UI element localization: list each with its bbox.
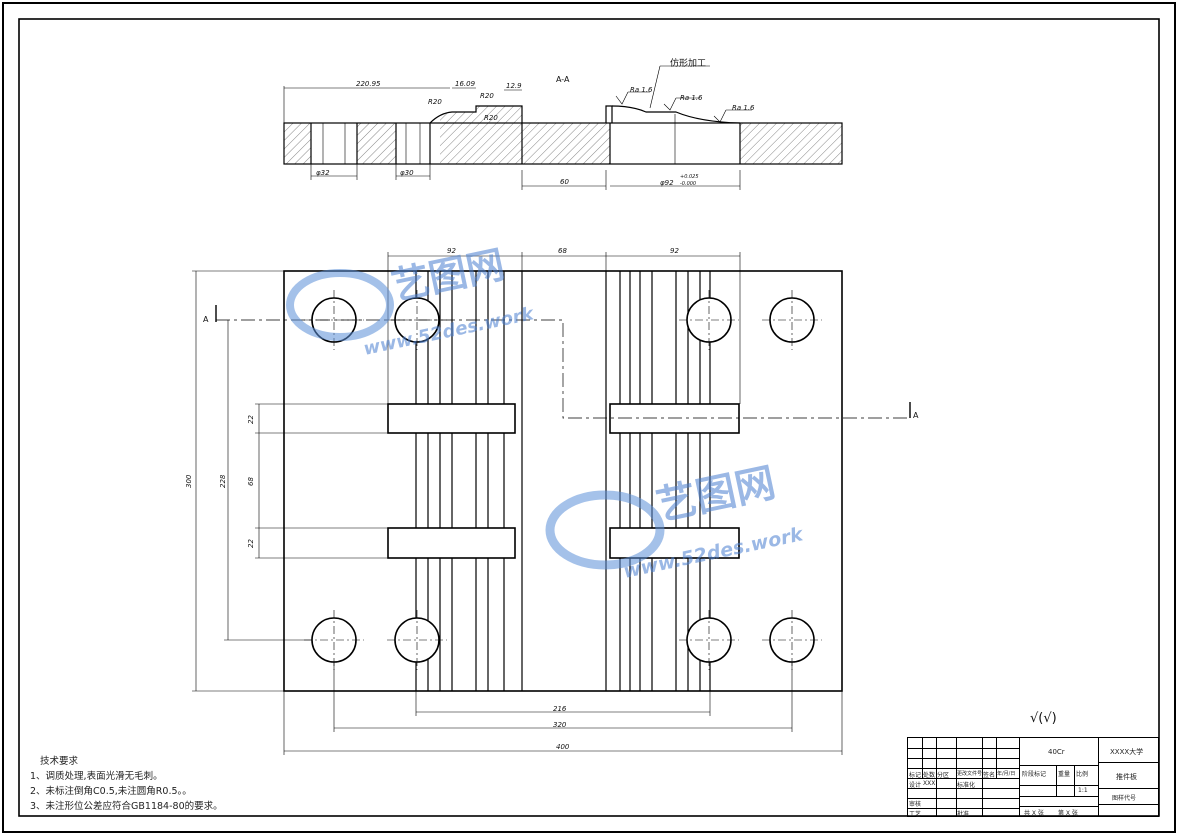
plan-dimensions: [192, 252, 843, 755]
dim-320: 320: [553, 721, 567, 729]
tb-scale-label: 比例: [1076, 771, 1089, 778]
dim-phi92: φ92: [660, 179, 674, 187]
plan-view: [215, 270, 911, 692]
radius-1: R20: [428, 98, 442, 106]
dim-22-lower: 22: [247, 539, 255, 548]
dim-92-left: 92: [447, 247, 456, 255]
section-dimensions: [283, 65, 752, 190]
tb-count: 处数: [923, 772, 936, 779]
tb-approve: 批准: [957, 811, 970, 818]
technical-requirements: 技术要求 1、调质处理,表面光滑无毛刺。 2、未标注倒角C0.5,未注圆角R0.…: [30, 754, 223, 814]
tb-check: 审核: [909, 801, 922, 808]
cut-mark-left: A: [203, 315, 209, 324]
dim-92-right: 92: [670, 247, 679, 255]
tb-zone: 分区: [937, 772, 950, 779]
tb-date: 年/月/日: [997, 771, 1016, 777]
dim-16-09: 16.09: [455, 80, 476, 88]
tb-weight: 重量: [1058, 771, 1071, 778]
section-title: A-A: [556, 75, 570, 84]
cut-mark-right: A: [913, 411, 919, 420]
ra-2: Ra 1.6: [680, 94, 703, 102]
ra-3: Ra 1.6: [732, 104, 755, 112]
tb-drawing-no: 图样代号: [1112, 795, 1137, 802]
dim-phi32: φ32: [316, 169, 330, 177]
dim-68-vertical: 68: [247, 477, 255, 486]
tech-req-item-3: 3、未注形位公差应符合GB1184-80的要求。: [30, 801, 223, 812]
watermark-logo-2: 艺图网 www.52des.work: [545, 460, 806, 583]
tb-stage: 阶段标记: [1022, 771, 1047, 778]
dim-400: 400: [556, 743, 570, 751]
watermark-brand-1: 艺图网: [388, 242, 509, 309]
tol-lower: -0.000: [680, 181, 696, 187]
tb-part-name: 推件板: [1116, 773, 1137, 781]
dim-60: 60: [560, 178, 569, 186]
tb-scale: 1:1: [1078, 787, 1088, 794]
dim-228: 228: [219, 474, 227, 488]
tb-sheet: 第 X 张: [1058, 810, 1078, 817]
contour-note: 仿形加工: [670, 57, 706, 69]
dim-300: 300: [185, 474, 193, 488]
tb-sign: 签名: [983, 772, 996, 779]
tb-process: 工艺: [909, 811, 922, 818]
tb-material: 40Cr: [1048, 748, 1065, 756]
general-roughness: √(√): [1030, 711, 1057, 726]
ra-1: Ra 1.6: [630, 86, 653, 94]
dim-22-upper: 22: [247, 415, 255, 424]
drawing-labels: A-A A A 仿形加工 Ra 1.6 Ra 1.6 Ra 1.6 R20 R2…: [185, 57, 1057, 751]
tb-sheets: 共 X 张: [1024, 810, 1044, 817]
tb-designer-label: 设计: [909, 782, 922, 789]
watermark-brand-2: 艺图网: [653, 460, 780, 530]
tb-marks: 标记: [909, 772, 922, 779]
radius-2: R20: [480, 92, 494, 100]
dim-phi30: φ30: [400, 169, 414, 177]
tb-change: 更改文件号: [957, 771, 983, 777]
radius-3: R20: [484, 114, 498, 122]
inner-frame: [18, 18, 1160, 817]
dim-216: 216: [553, 705, 567, 713]
tb-school: XXXX大学: [1110, 748, 1144, 756]
tb-std: 标准化: [957, 782, 976, 789]
dim-220-95: 220.95: [356, 80, 381, 88]
tb-designer: XXX: [923, 780, 936, 787]
tech-req-title: 技术要求: [40, 756, 79, 767]
dim-12-9: 12.9: [506, 82, 522, 90]
tech-req-item-2: 2、未标注倒角C0.5,未注圆角R0.5。。: [30, 786, 192, 797]
tol-upper: +0.025: [680, 174, 699, 180]
dim-68-top: 68: [558, 247, 567, 255]
tech-req-item-1: 1、调质处理,表面光滑无毛刺。: [30, 771, 163, 782]
title-block: 标记 处数 分区 更改文件号 签名 年/月/日 设计 XXX 标准化 审核 工艺…: [907, 737, 1159, 818]
section-view: [283, 105, 843, 165]
